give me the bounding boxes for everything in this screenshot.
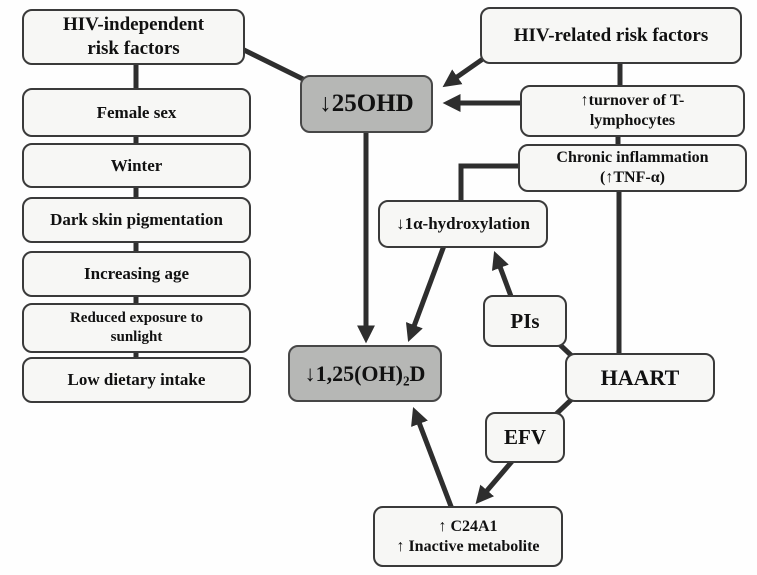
node-chronic-inflammation: Chronic inflammation (↑TNF-α) — [518, 144, 747, 192]
node-label: ↑turnover of T- — [580, 92, 685, 109]
node-turnover-of-t-lymphocytes: ↑turnover of T- lymphocytes — [520, 85, 745, 137]
node-label: sunlight — [110, 329, 163, 345]
node-label: HIV-related risk factors — [513, 24, 709, 46]
node-label: Increasing age — [84, 264, 189, 284]
node-hiv-related-risk-factors: HIV-related risk factors — [480, 7, 742, 64]
node-winter: Winter — [22, 143, 251, 188]
node-c24a1-inactive-metabolite: ↑ C24A1 ↑ Inactive metabolite — [373, 506, 563, 567]
node-reduced-exposure-to-sunlight: Reduced exposure to sunlight — [22, 303, 251, 353]
node-label: Low dietary intake — [67, 370, 206, 390]
node-dark-skin-pigmentation: Dark skin pigmentation — [22, 197, 251, 243]
node-label: EFV — [504, 425, 546, 450]
node-increasing-age: Increasing age — [22, 251, 251, 297]
node-label: (↑TNF-α) — [600, 169, 665, 186]
node-label: PIs — [510, 308, 540, 333]
node-label: Chronic inflammation — [556, 149, 709, 166]
node-pis: PIs — [483, 295, 567, 347]
node-label: Reduced exposure to — [69, 310, 204, 327]
node-label: ↓1α-hydroxylation — [396, 214, 530, 234]
node-label: ↓1,25(OH)₂D — [304, 360, 426, 386]
node-hiv-independent-risk-factors: HIV-independent risk factors — [22, 9, 245, 65]
node-label: risk factors — [87, 38, 180, 59]
node-label: ↑ Inactive metabolite — [396, 537, 540, 555]
node-label: Dark skin pigmentation — [50, 210, 223, 230]
node-label: ↑ C24A1 — [438, 517, 498, 535]
node-1a-hydroxylation: ↓1α-hydroxylation — [378, 200, 548, 248]
node-efv: EFV — [485, 412, 565, 463]
node-female-sex: Female sex — [22, 88, 251, 137]
node-label: ↓25OHD — [319, 90, 414, 118]
node-25ohd: ↓25OHD — [300, 75, 433, 133]
node-label: Female sex — [96, 102, 177, 122]
node-1-25-oh2-d: ↓1,25(OH)₂D — [288, 345, 442, 402]
node-label: Winter — [110, 155, 163, 175]
node-label: HAART — [600, 364, 680, 390]
node-haart: HAART — [565, 353, 715, 402]
node-label: HIV-independent — [62, 14, 205, 36]
node-low-dietary-intake: Low dietary intake — [22, 357, 251, 403]
node-label: lymphocytes — [589, 112, 676, 129]
